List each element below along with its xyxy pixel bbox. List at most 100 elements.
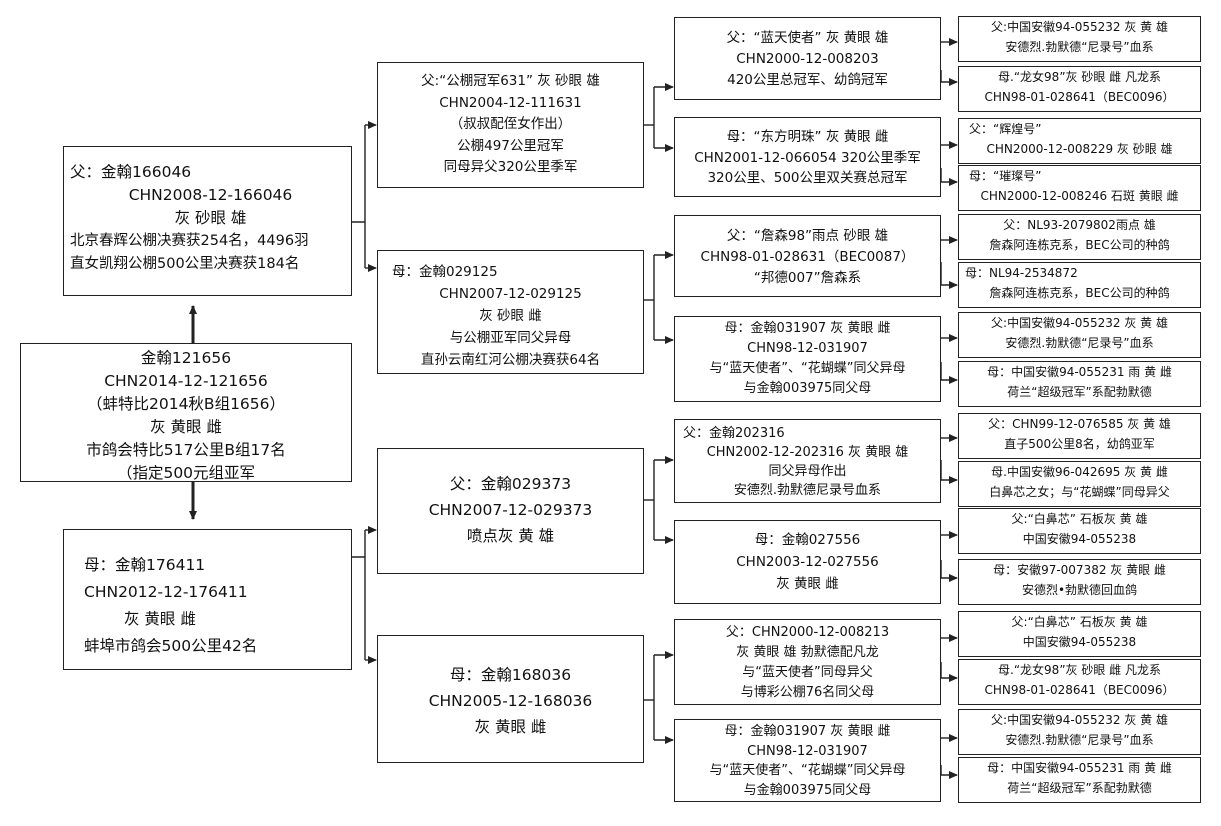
sire-line-color: 灰 砂眼 雄 [174, 209, 247, 227]
gen3-1-line-1: CHN2001-12-066054 320公里季军 [694, 149, 921, 166]
gen2-0-line-0: 父:“公棚冠军631” 灰 砂眼 雄 [421, 73, 600, 89]
gen3-7-line-2: 与“蓝天使者”、“花蝴蝶”同父异母 [709, 763, 906, 778]
gen2-1-line-1: CHN2007-12-029125 [439, 286, 582, 302]
gen2-1-line-4: 直孙云南红河公棚决赛获64名 [420, 352, 601, 368]
gen4-box-13: 母.“龙女98”灰 砂眼 雌 凡龙系 CHN98-01-028641（BEC00… [958, 659, 1201, 705]
gen4-4-line-1: 詹森阿连栋克系，BEC公司的种鸽 [989, 238, 1170, 252]
sire-line-name: 父：金翰166046 [70, 163, 192, 181]
gen4-10-line-0: 父:“白鼻芯” 石板灰 黄 雄 [1011, 512, 1148, 526]
gen4-15-line-1: 荷兰“超级冠军”系配勃默德 [1007, 781, 1152, 795]
gen4-8-line-0: 父：CHN99-12-076585 灰 黄 雄 [988, 417, 1171, 431]
gen4-9-line-1: 白鼻芯之女；与“花蝴蝶”同母异父 [989, 485, 1170, 499]
gen3-6-line-3: 与博彩公棚76名同父母 [740, 685, 875, 700]
gen3-2-line-2: “邦德007”詹森系 [753, 270, 862, 286]
subject-line-color: 灰 黄眼 雌 [150, 418, 222, 436]
gen3-4-line-1: CHN2002-12-202316 灰 黄眼 雄 [706, 445, 909, 460]
gen4-box-6: 父:中国安徽94-055232 灰 黄 雄 安德烈.勃默德“尼录号”血系 [958, 312, 1201, 358]
gen2-1-line-0: 母：金翰029125 [392, 264, 498, 280]
subject-line-ring: CHN2014-12-121656 [104, 372, 268, 390]
gen4-7-line-0: 母：中国安徽94-055231 雨 黄 雌 [987, 365, 1172, 379]
gen4-box-9: 母.中国安徽96-042695 灰 黄 雌 白鼻芯之女；与“花蝴蝶”同母异父 [958, 461, 1201, 507]
subject-line-name: 金翰121656 [140, 349, 232, 367]
gen2-2-line-2: 喷点灰 黄 雄 [466, 527, 555, 545]
gen4-box-4: 父：NL93-2079802雨点 雄 詹森阿连栋克系，BEC公司的种鸽 [958, 214, 1201, 260]
gen2-2-line-1: CHN2007-12-029373 [428, 501, 593, 519]
gen3-0-line-1: CHN2000-12-008203 [736, 51, 879, 67]
gen4-7-line-1: 荷兰“超级冠军”系配勃默德 [1007, 385, 1152, 399]
gen4-3-line-1: CHN2000-12-008246 石斑 黄眼 雌 [980, 189, 1179, 203]
gen4-10-line-1: 中国安徽94-055238 [1022, 532, 1137, 546]
gen4-14-line-0: 父:中国安徽94-055232 灰 黄 雄 [991, 713, 1168, 727]
gen4-6-line-0: 父:中国安徽94-055232 灰 黄 雄 [991, 316, 1168, 330]
gen4-0-line-0: 父:中国安徽94-055232 灰 黄 雄 [991, 20, 1168, 34]
gen4-5-line-1: 詹森阿连栋克系，BEC公司的种鸽 [989, 286, 1170, 300]
sire-line-result-1: 北京春辉公棚决赛获254名，4496羽 [70, 233, 309, 249]
gen4-box-15: 母：中国安徽94-055231 雨 黄 雌 荷兰“超级冠军”系配勃默德 [958, 757, 1201, 803]
gen3-7-line-0: 母：金翰031907 灰 黄眼 雌 [724, 724, 891, 739]
gen2-1-line-3: 与公棚亚军同父异母 [449, 330, 572, 346]
gen4-1-line-0: 母.“龙女98”灰 砂眼 雌 凡龙系 [998, 70, 1161, 84]
gen4-13-line-0: 母.“龙女98”灰 砂眼 雌 凡龙系 [998, 663, 1161, 677]
gen3-7-line-3: 与金翰003975同父母 [743, 782, 872, 798]
gen4-box-3: 母：“璀璨号” CHN2000-12-008246 石斑 黄眼 雌 [958, 165, 1201, 211]
gen4-11-line-1: 安德烈•勃默德回血鸽 [1021, 583, 1138, 597]
subject-line-note: （指定500元组亚军 [116, 464, 256, 482]
gen4-3-line-0: 母：“璀璨号” [969, 169, 1042, 183]
gen4-box-12: 父:“白鼻芯” 石板灰 黄 雄 中国安徽94-055238 [958, 611, 1201, 657]
gen3-box-5: 母：金翰027556 CHN2003-12-027556 灰 黄眼 雌 [674, 520, 941, 604]
gen3-4-arrow-bot [940, 460, 958, 484]
gen3-0-line-2: 420公里总冠军、幼鸽冠军 [727, 72, 888, 88]
gen3-7-arrow-bot [940, 765, 958, 779]
gen3-box-1: 母：“东方明珠” 灰 黄眼 雌 CHN2001-12-066054 320公里季… [674, 117, 941, 197]
gen4-box-14: 父:中国安徽94-055232 灰 黄 雄 安德烈.勃默德“尼录号”血系 [958, 709, 1201, 755]
gen3-4-line-2: 同父异母作出 [768, 464, 847, 479]
gen3-box-4: 父：金翰202316 CHN2002-12-202316 灰 黄眼 雄 同父异母… [674, 419, 941, 503]
gen4-8-line-1: 直子500公里8名，幼鸽亚军 [1004, 437, 1155, 451]
gen3-6-line-0: 父：CHN2000-12-008213 [725, 625, 890, 640]
gen3-5-arrow-bot [940, 560, 958, 582]
gen4-12-line-1: 中国安徽94-055238 [1022, 635, 1137, 649]
dam-line-ring: CHN2012-12-176411 [84, 583, 248, 601]
gen4-15-line-0: 母：中国安徽94-055231 雨 黄 雌 [987, 761, 1172, 775]
gen4-4-line-0: 父：NL93-2079802雨点 雄 [1003, 218, 1156, 232]
gen3-box-6: 父：CHN2000-12-008213 灰 黄眼 雄 勃默德配凡龙 与“蓝天使者… [674, 619, 941, 705]
sire-box: 父：金翰166046 CHN2008-12-166046 灰 砂眼 雄 北京春辉… [63, 146, 352, 296]
gen2-sire-dam-box: 母：金翰029125 CHN2007-12-029125 灰 砂眼 雌 与公棚亚… [377, 250, 644, 374]
gen3-0-arrow-bot [940, 70, 958, 86]
gen3-box-0: 父：“蓝天使者” 灰 黄眼 雄 CHN2000-12-008203 420公里总… [674, 17, 941, 100]
sire-line-result-2: 直女凯翔公棚500公里决赛获184名 [70, 256, 300, 272]
gen2-0-line-1: CHN2004-12-111631 [439, 94, 582, 111]
gen4-6-line-1: 安德烈.勃默德“尼录号”血系 [1005, 336, 1154, 350]
gen3-3-line-2: 与“蓝天使者”、“花蝴蝶”同父异母 [709, 361, 906, 376]
gen4-11-line-0: 母：安徽97-007382 灰 黄眼 雌 [993, 563, 1166, 577]
sire-line-ring: CHN2008-12-166046 [128, 186, 293, 204]
gen3-2-line-1: CHN98-01-028631（BEC0087） [700, 249, 915, 265]
gen4-box-8: 父：CHN99-12-076585 灰 黄 雄 直子500公里8名，幼鸽亚军 [958, 413, 1201, 459]
gen3-0-line-0: 父：“蓝天使者” 灰 黄眼 雄 [726, 30, 889, 46]
dam-line-name: 母：金翰176411 [84, 556, 206, 574]
gen4-2-line-1: CHN2000-12-008229 灰 砂眼 雄 [986, 142, 1173, 156]
gen4-box-7: 母：中国安徽94-055231 雨 黄 雌 荷兰“超级冠军”系配勃默德 [958, 361, 1201, 407]
gen3-5-line-0: 母：金翰027556 [754, 532, 861, 548]
sire-fork [352, 125, 366, 268]
subject-line-result: 市鸽会特比517公里B组17名 [86, 441, 286, 459]
gen4-0-line-1: 安德烈.勃默德“尼录号”血系 [1005, 40, 1154, 54]
dam-fork [352, 530, 366, 660]
gen3-7-line-1: CHN98-12-031907 [747, 743, 868, 759]
subject-line-race-id: （蚌特比2014秋B组1656） [86, 395, 286, 413]
gen3-6-line-1: 灰 黄眼 雄 勃默德配凡龙 [736, 645, 879, 660]
gen4-2-line-0: 父：“辉煌号” [969, 122, 1042, 136]
gen3-box-2: 父：“詹森98”雨点 砂眼 雄 CHN98-01-028631（BEC0087）… [674, 215, 941, 297]
gen2-dam-dam-box: 母：金翰168036 CHN2005-12-168036 灰 黄眼 雌 [377, 635, 644, 763]
subject-box: 金翰121656 CHN2014-12-121656 （蚌特比2014秋B组16… [20, 343, 352, 482]
gen2-0-line-4: 同母异父320公里季军 [443, 159, 578, 175]
dam-box: 母：金翰176411 CHN2012-12-176411 灰 黄眼 雌 蚌埠市鸽… [63, 529, 352, 670]
gen3-5-line-2: 灰 黄眼 雌 [776, 576, 839, 592]
gen4-box-1: 母.“龙女98”灰 砂眼 雌 凡龙系 CHN98-01-028641（BEC00… [958, 66, 1201, 112]
gen4-5-line-0: 母：NL94-2534872 [965, 266, 1078, 280]
gen2-3-line-2: 灰 黄眼 雌 [474, 718, 547, 736]
gen2-1-line-2: 灰 砂眼 雌 [479, 308, 542, 324]
gen4-14-line-1: 安德烈.勃默德“尼录号”血系 [1005, 733, 1154, 747]
gen3-3-line-0: 母：金翰031907 灰 黄眼 雌 [724, 321, 891, 336]
gen2-0-line-2: （叔叔配侄女作出） [449, 116, 572, 132]
